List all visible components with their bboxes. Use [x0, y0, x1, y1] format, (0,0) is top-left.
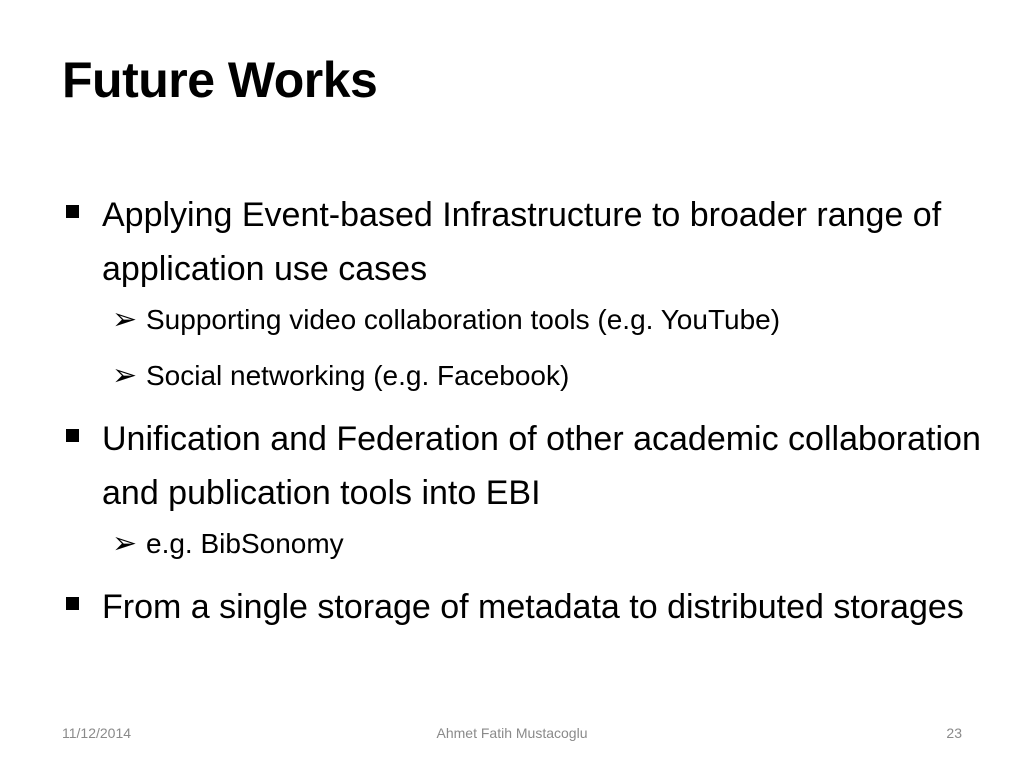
- bullet-text: Unification and Federation of other acad…: [102, 420, 981, 512]
- slide-number: 23: [946, 725, 962, 741]
- bullet-list: Applying Event-based Infrastructure to b…: [62, 188, 982, 642]
- footer-date: 11/12/2014: [62, 725, 132, 741]
- arrowhead-bullet-icon: ➢: [112, 526, 138, 561]
- sub-bullet-text: Social networking (e.g. Facebook): [146, 360, 570, 391]
- sub-bullet-item: ➢ e.g. BibSonomy: [62, 524, 982, 564]
- bullet-item: Applying Event-based Infrastructure to b…: [62, 188, 982, 296]
- bullet-item: From a single storage of metadata to dis…: [62, 580, 982, 634]
- bullet-item: Unification and Federation of other acad…: [62, 412, 982, 520]
- square-bullet-icon: [66, 429, 79, 442]
- arrowhead-bullet-icon: ➢: [112, 358, 138, 393]
- bullet-text: From a single storage of metadata to dis…: [102, 588, 964, 626]
- sub-bullet-item: ➢ Social networking (e.g. Facebook): [62, 356, 982, 396]
- footer-author: Ahmet Fatih Mustacoglu: [436, 725, 588, 741]
- sub-bullet-text: e.g. BibSonomy: [146, 528, 344, 559]
- slide-title: Future Works: [62, 52, 378, 108]
- square-bullet-icon: [66, 205, 79, 218]
- arrowhead-bullet-icon: ➢: [112, 302, 138, 337]
- bullet-text: Applying Event-based Infrastructure to b…: [102, 196, 942, 288]
- sub-bullet-item: ➢ Supporting video collaboration tools (…: [62, 300, 982, 340]
- square-bullet-icon: [66, 597, 79, 610]
- sub-bullet-text: Supporting video collaboration tools (e.…: [146, 304, 781, 335]
